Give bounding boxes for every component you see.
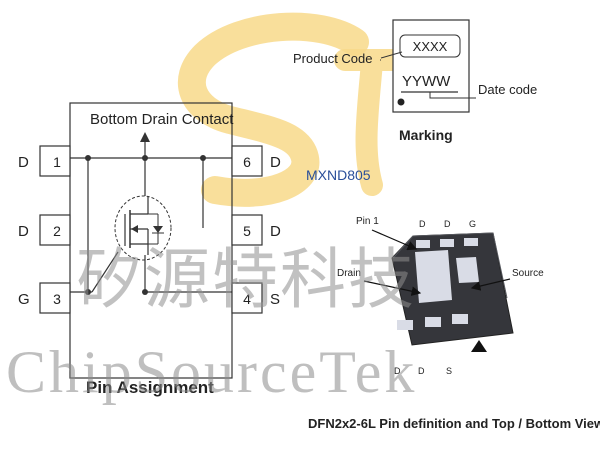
date-code-label: Date code — [478, 82, 537, 97]
english-watermark: ChipSourceTek — [6, 339, 417, 405]
top-label-2: D — [444, 219, 451, 229]
product-code-label: Product Code — [293, 51, 373, 66]
pin-assignment-schematic: Bottom Drain Contact Pin Assignment 1 2 … — [18, 102, 281, 397]
bottom-label-2: D — [418, 366, 425, 376]
pin-number-2: 2 — [53, 223, 61, 239]
pin-signal-1: D — [18, 154, 29, 171]
pin-signal-3: G — [18, 291, 30, 308]
dfn-package-view: Pin 1 D D G Drain Source D D S — [337, 216, 544, 376]
drain-pad — [415, 250, 452, 303]
top-label-3: G — [469, 219, 476, 229]
top-label-1: D — [419, 219, 426, 229]
marking-caption: Marking — [399, 127, 453, 143]
pin1-indicator-icon — [471, 340, 487, 352]
marking-diagram: XXXX YYWW Product Code Date code Marking — [293, 19, 537, 143]
pin-pad-6 — [231, 145, 263, 177]
date-code-value: YYWW — [402, 73, 451, 90]
junction-dots — [85, 155, 206, 295]
drain-label: Drain — [337, 268, 361, 279]
bottom-drain-contact-title: Bottom Drain Contact — [90, 111, 234, 128]
product-code-box — [399, 34, 461, 58]
part-number: MXND805 — [306, 167, 371, 183]
pin-pad-5 — [231, 214, 263, 246]
package-caption: DFN2x2-6L Pin definition and Top / Botto… — [308, 416, 600, 431]
pin1-label: Pin 1 — [356, 216, 379, 227]
drain-contact-arrow — [140, 132, 150, 142]
pin-pad-4 — [231, 282, 263, 314]
pin-number-3: 3 — [53, 291, 61, 307]
pin-pad-1 — [39, 145, 71, 177]
pin-signal-2: D — [18, 223, 29, 240]
pin-number-4: 4 — [243, 291, 251, 307]
pin-assignment-caption: Pin Assignment — [86, 378, 214, 397]
pin-number-1: 1 — [53, 154, 61, 170]
mosfet-symbol — [114, 195, 172, 261]
pin-signal-5: D — [270, 223, 281, 240]
bottom-label-3: S — [446, 366, 452, 376]
bottom-label-1: D — [394, 366, 401, 376]
pin-number-5: 5 — [243, 223, 251, 239]
pin-pad-2 — [39, 214, 71, 246]
pin-signal-4: S — [270, 291, 280, 308]
logo-watermark — [177, 12, 403, 207]
pin1-dot — [397, 98, 405, 106]
pin-pad-3 — [39, 282, 71, 314]
chinese-watermark: 矽源特科技 — [76, 241, 416, 318]
source-pad — [456, 257, 479, 283]
product-code-value: XXXX — [413, 39, 448, 54]
pin-signal-6: D — [270, 154, 281, 171]
pin-number-6: 6 — [243, 154, 251, 170]
source-label: Source — [512, 268, 544, 279]
